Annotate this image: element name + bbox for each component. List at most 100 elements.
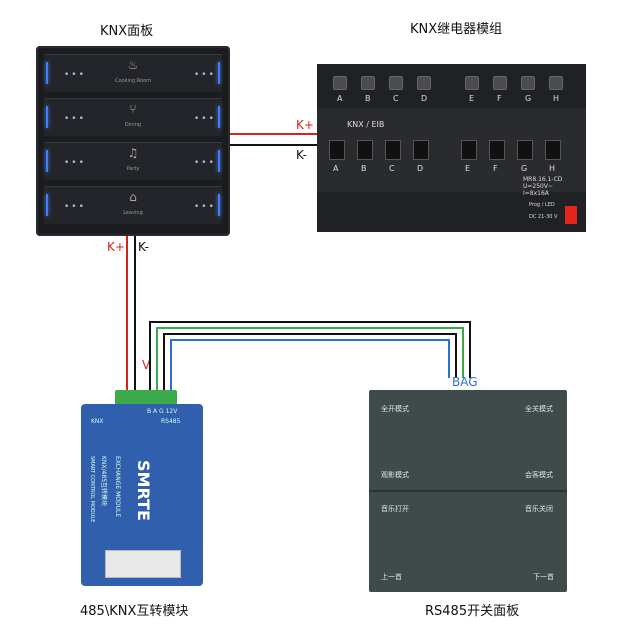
knx-panel-title: KNX面板: [100, 24, 154, 39]
channel-label: C: [389, 164, 395, 173]
key-caption: Party: [126, 166, 140, 172]
channel-label: G: [521, 164, 528, 173]
rs485-switch-panel: 全开模式 全关模式 观影模式 会客模式 音乐打开 音乐关闭 上一首 下一首: [369, 390, 567, 592]
relay-prog: Prog / LED: [529, 202, 555, 208]
relay-switch-h[interactable]: [545, 140, 561, 160]
channel-label: A: [333, 164, 339, 173]
k-minus-label-top: K-: [296, 148, 307, 162]
dots: •••: [194, 114, 216, 124]
dots: •••: [194, 70, 216, 80]
relay-switch-f[interactable]: [489, 140, 505, 160]
prog-button[interactable]: [565, 206, 577, 224]
terminal: [465, 76, 479, 90]
panel-divider: [369, 490, 567, 492]
relay-spec-voltage: U=250V~: [523, 183, 554, 190]
terminal: [417, 76, 431, 90]
knx-panel: ••• ♨ Cooking Room ••• ••• ⑂ Dining ••• …: [36, 46, 230, 236]
relay-brand: KNX / EIB: [347, 120, 385, 129]
channel-label: F: [497, 94, 502, 103]
terminal: [389, 76, 403, 90]
btn-music-on[interactable]: 音乐打开: [381, 505, 409, 513]
terminal: [493, 76, 507, 90]
interface-module-title: 485\KNX互转模块: [80, 604, 189, 619]
led-indicator: [46, 150, 48, 172]
v-label: V: [142, 358, 151, 372]
module-title-en: EXCHANGE MODULE: [114, 456, 121, 518]
led-indicator: [46, 106, 48, 128]
relay-switch-e[interactable]: [461, 140, 477, 160]
bag-text: BAG: [452, 375, 478, 389]
dots: •••: [64, 202, 86, 212]
rs485-wires: [149, 321, 471, 390]
terminal: [521, 76, 535, 90]
module-brand: SMRTE: [134, 460, 153, 521]
led-indicator: [46, 62, 48, 84]
knx-key-4[interactable]: ••• ⌂ Leaving •••: [44, 186, 222, 224]
btn-movie-mode[interactable]: 观影模式: [381, 471, 409, 479]
btn-all-on[interactable]: 全开模式: [381, 405, 409, 413]
terminal: [333, 76, 347, 90]
relay-model: MR8.16.1-CD: [523, 176, 563, 183]
chef-hat-icon: ♨: [127, 58, 139, 72]
relay-spec-current: I=8x16A: [523, 190, 549, 197]
relay-switch-a[interactable]: [329, 140, 345, 160]
relay-power: DC 21-30 V: [529, 214, 558, 220]
knx-relay-module: A B C D E F G H KNX / EIB A B C D E F G …: [317, 64, 586, 232]
relay-switch-b[interactable]: [357, 140, 373, 160]
relay-top-terminals: [317, 64, 586, 108]
k-plus-label-top: K+: [296, 118, 314, 132]
bag-label: BAG: [452, 375, 478, 389]
dots: •••: [64, 158, 86, 168]
pin-labels: B A G 12V: [147, 408, 178, 415]
module-subtitle: SMART CONTROL MODULE: [89, 456, 95, 523]
channel-label: E: [469, 94, 475, 103]
channel-label: H: [549, 164, 556, 173]
led-indicator: [218, 150, 220, 172]
k-plus-wire-top: [230, 133, 320, 135]
port-knx: KNX: [91, 418, 104, 425]
dots: •••: [64, 70, 86, 80]
knx-key-3[interactable]: ••• ♫ Party •••: [44, 142, 222, 180]
key-caption: Dining: [124, 122, 142, 128]
btn-all-off[interactable]: 全关模式: [525, 405, 553, 413]
led-indicator: [46, 194, 48, 216]
relay-switch-g[interactable]: [517, 140, 533, 160]
k-plus-wire-left: [126, 236, 128, 394]
terminal: [549, 76, 563, 90]
relay-switch-c[interactable]: [385, 140, 401, 160]
mounting-bracket: [105, 550, 181, 578]
channel-label: G: [525, 94, 532, 103]
channel-label: B: [361, 164, 367, 173]
key-caption: Leaving: [123, 210, 143, 216]
k-minus-wire-top: [230, 144, 320, 146]
channel-label: F: [493, 164, 498, 173]
key-caption: Cooking Room: [114, 78, 152, 84]
k-minus-wire-left: [134, 236, 136, 394]
port-rs485: RS485: [161, 418, 181, 425]
utensils-icon: ⑂: [129, 102, 137, 116]
k-minus-label-left: K-: [138, 240, 149, 254]
channel-label: A: [337, 94, 343, 103]
module-title-cn: KNX/485互转模块: [100, 456, 107, 507]
dots: •••: [64, 114, 86, 124]
knx-key-2[interactable]: ••• ⑂ Dining •••: [44, 98, 222, 136]
dots: •••: [194, 202, 216, 212]
terminal: [361, 76, 375, 90]
btn-music-off[interactable]: 音乐关闭: [525, 505, 553, 513]
channel-label: E: [465, 164, 471, 173]
channel-label: B: [365, 94, 371, 103]
home-icon: ⌂: [129, 190, 137, 204]
party-icon: ♫: [127, 146, 139, 160]
knx-key-1[interactable]: ••• ♨ Cooking Room •••: [44, 54, 222, 92]
relay-switch-d[interactable]: [413, 140, 429, 160]
knx-485-interface-module: KNX RS485 B A G 12V KNX/485互转模块 EXCHANGE…: [81, 390, 203, 586]
rs485-panel-title: RS485开关面板: [425, 604, 520, 619]
relay-module-title: KNX继电器模组: [410, 22, 503, 37]
relay-bottom-terminals: [317, 192, 586, 232]
btn-prev-track[interactable]: 上一首: [381, 573, 402, 581]
btn-guest-mode[interactable]: 会客模式: [525, 471, 553, 479]
btn-next-track[interactable]: 下一首: [533, 573, 554, 581]
channel-label: D: [421, 94, 428, 103]
led-indicator: [218, 106, 220, 128]
channel-label: C: [393, 94, 399, 103]
